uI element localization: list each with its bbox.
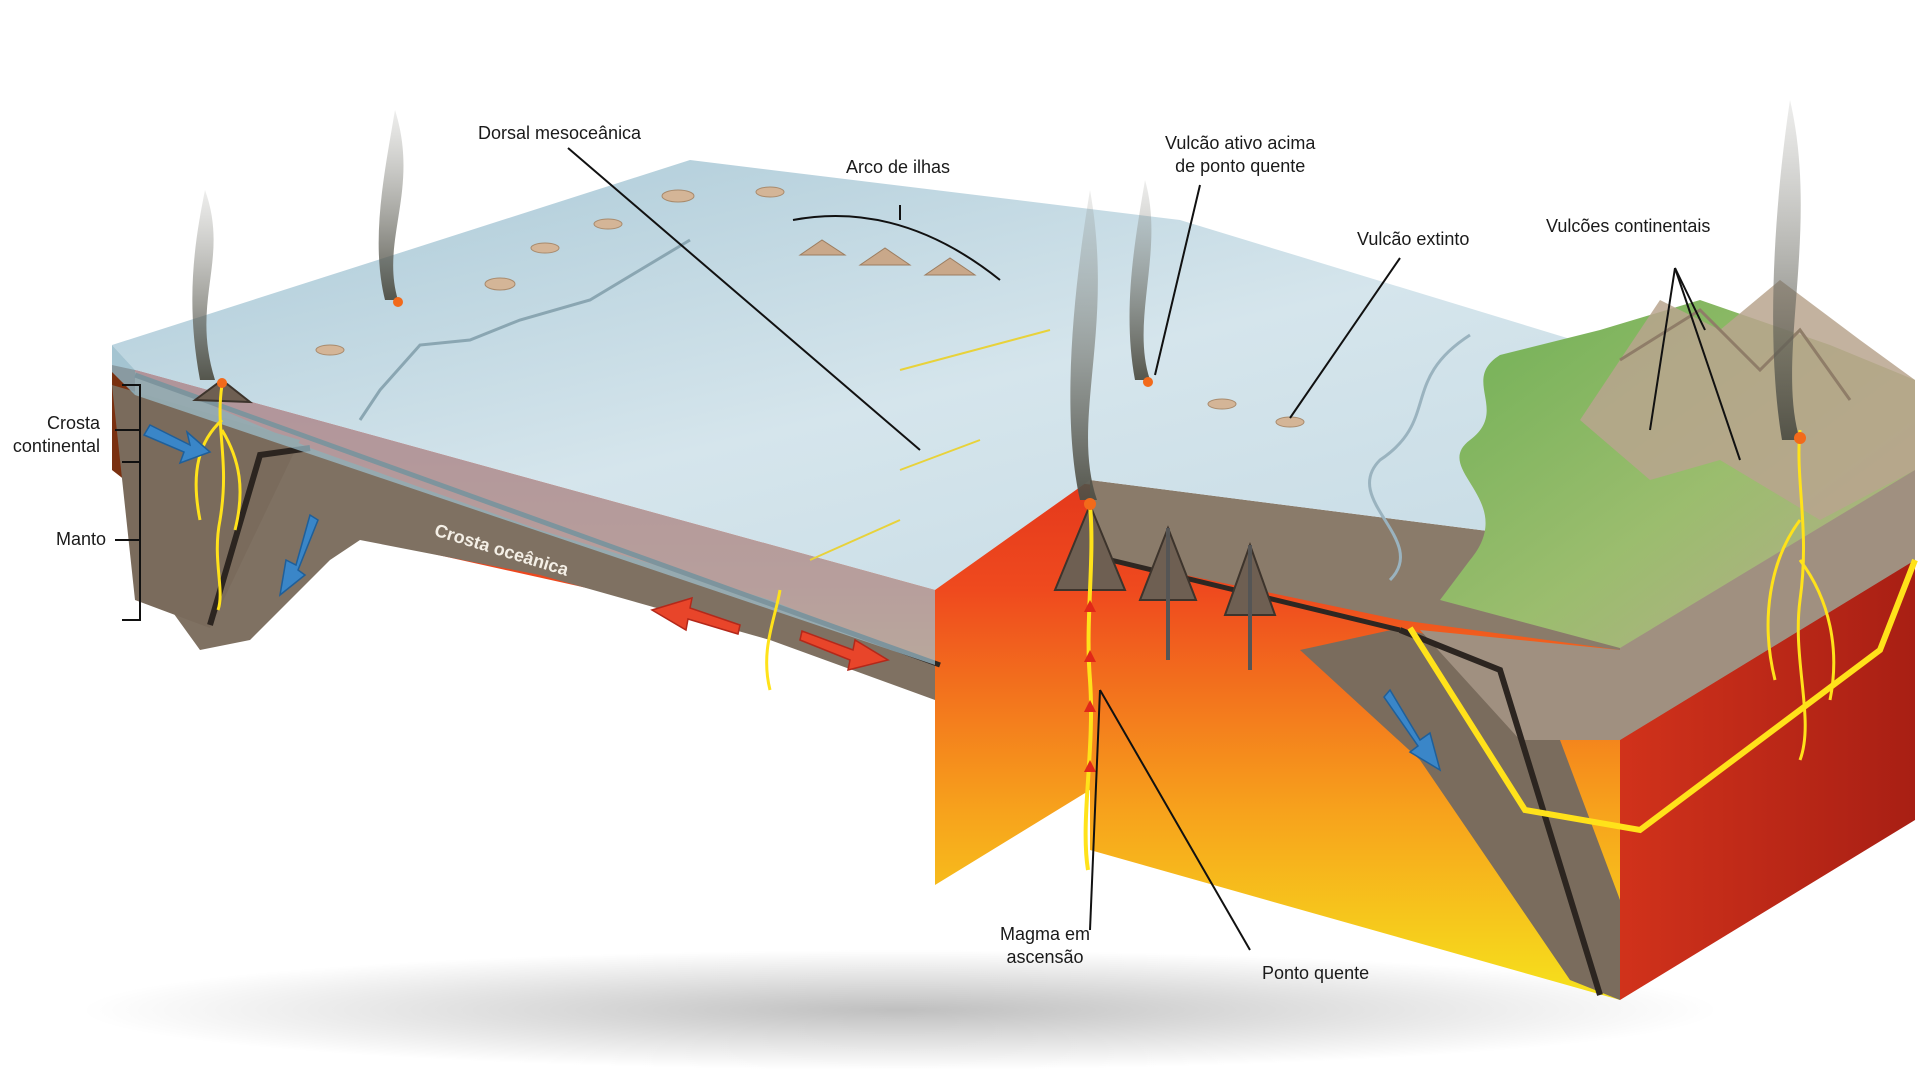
ocean-glass-edge-front bbox=[135, 370, 935, 665]
label-arco-de-ilhas: Arco de ilhas bbox=[846, 157, 951, 177]
label-ponto-quente: Ponto quente bbox=[1262, 963, 1370, 983]
oceanic-crust-band bbox=[135, 372, 935, 700]
blue-arrow-2 bbox=[278, 513, 319, 597]
magma-conduit-hotspot bbox=[1083, 504, 1094, 871]
smoke-plumes bbox=[192, 100, 1801, 500]
label-vulcao-ativo: Vulcão ativo acima de ponto quente bbox=[1165, 133, 1316, 176]
ground-shadow bbox=[80, 950, 1720, 1070]
lava-glow bbox=[217, 297, 1806, 510]
ridge-magma bbox=[765, 589, 782, 691]
seamounts bbox=[315, 186, 1305, 428]
red-arrow-right bbox=[799, 629, 890, 672]
leader-lines bbox=[567, 147, 1741, 951]
label-dorsal-mesoceanica: Dorsal mesoceânica bbox=[478, 123, 642, 143]
magma-rising-arrows bbox=[1084, 600, 1096, 772]
ridge-crack-yellow-3 bbox=[809, 519, 901, 561]
magma-conduit-left bbox=[194, 384, 242, 611]
subduction-line-left bbox=[207, 445, 311, 626]
trench-line bbox=[1368, 333, 1471, 582]
ocean-glass-edge-left bbox=[112, 345, 135, 395]
cone-conduits bbox=[1166, 528, 1252, 670]
label-magma-em-ascensao: Magma em ascensão bbox=[999, 924, 1091, 967]
continental-crust-left bbox=[112, 385, 300, 628]
label-manto: Manto bbox=[55, 529, 106, 549]
ridge-crack-yellow-2 bbox=[899, 439, 981, 471]
mountain-ridge bbox=[1619, 308, 1852, 401]
island-arc-volcanoes bbox=[798, 239, 977, 276]
label-vulcoes-continentais: Vulcões continentais bbox=[1546, 216, 1711, 236]
magma-line-continent bbox=[1407, 558, 1918, 834]
red-arrow-left bbox=[650, 596, 741, 635]
label-crosta-continental: Crosta continental bbox=[12, 413, 100, 456]
label-vulcao-extinto: Vulcão extinto bbox=[1357, 229, 1470, 249]
blue-arrow-3 bbox=[1383, 688, 1442, 772]
left-bracket bbox=[115, 384, 141, 621]
ridge-crack-surface bbox=[358, 238, 691, 421]
blue-arrow-1 bbox=[142, 424, 212, 465]
magma-conduit-continent bbox=[1766, 429, 1836, 761]
ridge-crack-yellow-1 bbox=[899, 329, 1051, 371]
ocean-surface bbox=[112, 160, 1915, 590]
subduction-line-right bbox=[1398, 627, 1603, 996]
